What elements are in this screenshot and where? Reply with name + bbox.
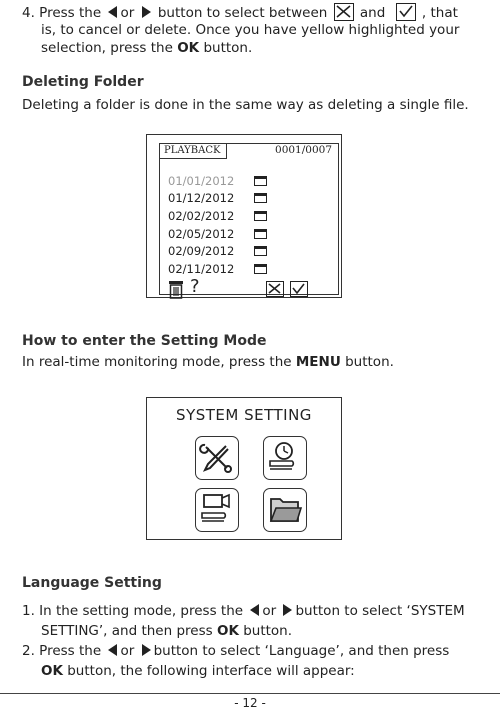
- text: , that: [421, 5, 458, 21]
- file-count: 0001/0007: [275, 144, 332, 156]
- menu-label: MENU: [295, 354, 341, 370]
- text: and: [359, 5, 386, 21]
- list-item: 02/02/2012: [168, 207, 267, 225]
- text: button to select between: [157, 5, 328, 21]
- language-item1-line1: 1. In the setting mode, press the or but…: [22, 601, 465, 621]
- right-arrow-icon: [141, 644, 151, 656]
- list-item: 01/01/2012: [168, 172, 267, 190]
- ok-label: OK: [216, 623, 239, 639]
- folder-icon: [263, 488, 307, 532]
- text: or: [120, 643, 135, 659]
- ok-label: OK: [41, 663, 63, 679]
- folder-list: 01/01/2012 01/12/2012 02/02/2012 02/05/2…: [168, 172, 267, 278]
- clock-wrench-icon: [263, 436, 307, 480]
- text: button.: [243, 623, 293, 639]
- system-setting-screen: SYSTEM SETTING: [146, 397, 342, 540]
- playback-screen: PLAYBACK 0001/0007 01/01/2012 01/12/2012…: [146, 134, 342, 299]
- confirm-box-icon: [395, 3, 416, 21]
- trash-icon: [169, 281, 183, 299]
- text: or: [262, 603, 277, 619]
- language-item2-line1: 2. Press the or button to select ‘Langua…: [22, 641, 449, 661]
- folder-date: 02/11/2012: [168, 261, 235, 276]
- folder-date: 02/02/2012: [168, 208, 235, 223]
- step4-line1: 4. Press the or button to select between…: [22, 3, 458, 22]
- language-setting-heading: Language Setting: [22, 575, 162, 591]
- folder-icon: [254, 193, 267, 204]
- folder-icon: [254, 263, 267, 274]
- text: 1. In the setting mode, press the: [22, 603, 244, 619]
- page-number: - 12 -: [234, 696, 266, 710]
- confirm-box-icon: [290, 281, 308, 297]
- text: button, the following interface will app…: [67, 663, 355, 679]
- deleting-folder-heading: Deleting Folder: [22, 74, 144, 90]
- language-item2-line2: OK button, the following interface will …: [41, 661, 355, 681]
- camera-wrench-icon: [195, 488, 239, 532]
- step4-line2: is, to cancel or delete. Once you have y…: [41, 22, 460, 38]
- left-arrow-icon: [108, 6, 118, 18]
- text: In real-time monitoring mode, press the: [22, 354, 292, 370]
- deleting-folder-text: Deleting a folder is done in the same wa…: [22, 97, 469, 113]
- right-arrow-icon: [141, 6, 151, 18]
- folder-icon: [254, 210, 267, 221]
- cancel-box-icon: [266, 281, 284, 297]
- question-mark: ?: [190, 276, 200, 297]
- ok-label: OK: [177, 40, 200, 56]
- text: selection, press the: [41, 40, 173, 56]
- setting-mode-text: In real-time monitoring mode, press the …: [22, 353, 394, 371]
- right-arrow-icon: [283, 604, 293, 616]
- folder-date: 01/01/2012: [168, 173, 235, 188]
- playback-frame: PLAYBACK 0001/0007 01/01/2012 01/12/2012…: [159, 143, 339, 299]
- setting-mode-heading: How to enter the Setting Mode: [22, 333, 267, 349]
- folder-date: 01/12/2012: [168, 191, 235, 206]
- text: button.: [203, 40, 253, 56]
- footer-divider: [0, 693, 500, 694]
- step4-line3: selection, press the OK button.: [41, 39, 252, 57]
- tools-icon: [195, 436, 239, 480]
- playback-tab: PLAYBACK: [159, 143, 227, 159]
- screen-title: SYSTEM SETTING: [176, 406, 312, 424]
- folder-icon: [254, 175, 267, 186]
- list-item: 02/05/2012: [168, 225, 267, 243]
- language-item1-line2: SETTING’, and then press OK button.: [41, 621, 292, 641]
- left-arrow-icon: [250, 604, 260, 616]
- left-arrow-icon: [108, 644, 118, 656]
- text: button.: [345, 354, 394, 370]
- list-item: 02/09/2012: [168, 242, 267, 260]
- list-item: 02/11/2012: [168, 260, 267, 278]
- folder-icon: [254, 246, 267, 257]
- list-item: 01/12/2012: [168, 190, 267, 208]
- folder-date: 02/05/2012: [168, 226, 235, 241]
- text: or: [120, 5, 135, 21]
- text: 2. Press the: [22, 643, 102, 659]
- cancel-box-icon: [333, 3, 354, 21]
- delete-prompt: ?: [168, 276, 328, 300]
- folder-icon: [254, 228, 267, 239]
- folder-date: 02/09/2012: [168, 244, 235, 259]
- text: button to select ‘SYSTEM: [295, 603, 465, 619]
- text: button to select ‘Language’, and then pr…: [153, 643, 450, 659]
- text: 4. Press the: [22, 5, 102, 21]
- text: SETTING’, and then press: [41, 623, 213, 639]
